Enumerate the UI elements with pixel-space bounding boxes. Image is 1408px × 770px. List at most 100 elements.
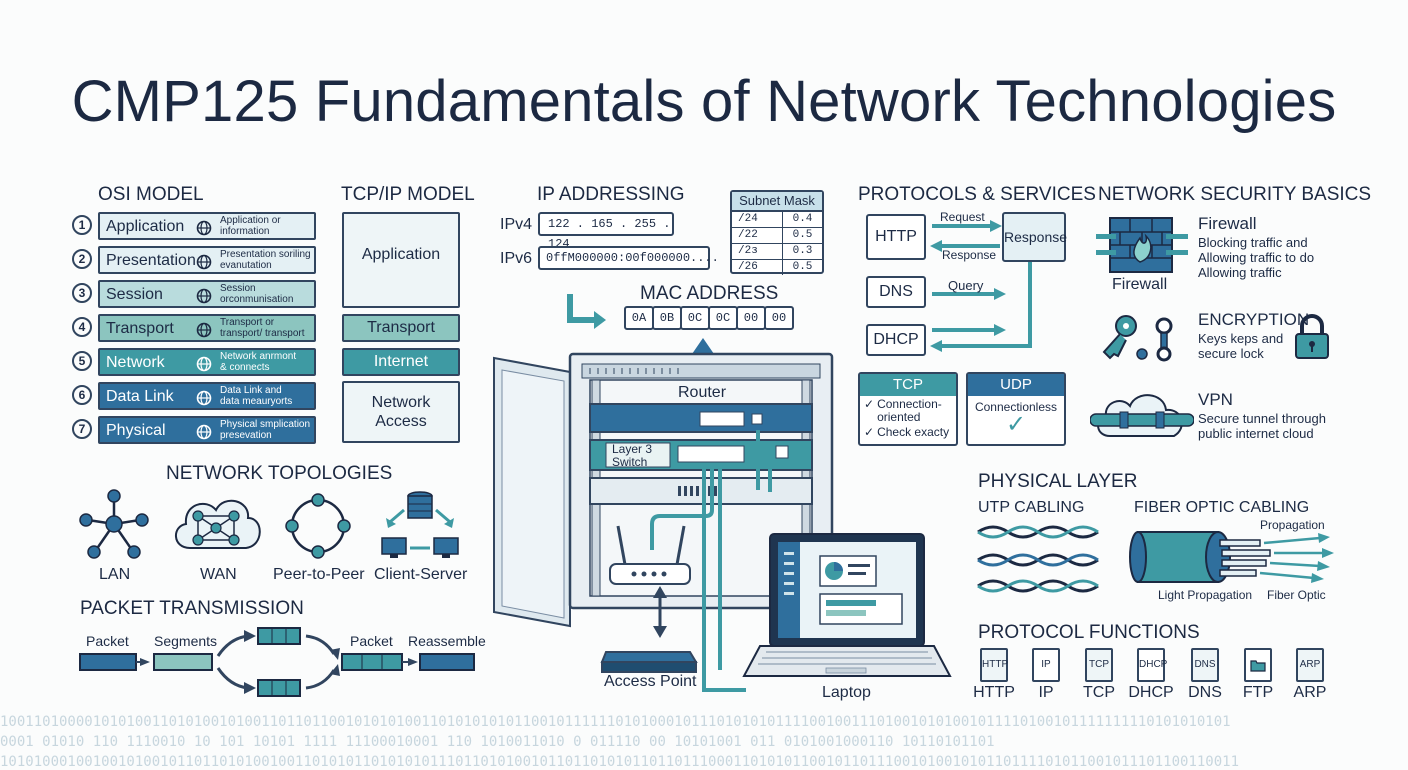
packet-label-1: Packet [86,633,129,649]
protocol-ip-icon: IP [1032,648,1060,682]
access-point-label: Access Point [604,673,697,690]
subnet-mask-title: Subnet Mask [732,192,822,212]
mac-octet: 0A [624,306,654,330]
mac-heading: MAC ADDRESS [640,283,779,304]
firewall-caption: Firewall [1112,276,1168,293]
firewall-icon [1096,217,1188,273]
ipv4-label: IPv4 [500,216,533,233]
laptop-label: Laptop [822,684,871,701]
encryption-title: ENCRYPTION [1198,310,1310,329]
lock-icon [1295,314,1329,359]
client-server-icon [381,491,459,558]
osi-layer-name: Data Link [106,388,174,405]
vpn-cloud-icon [1090,394,1194,437]
response-box: Response [1002,212,1067,262]
protocol-arp-label: ARP [1293,684,1327,701]
protocol-http-icon: HTTP [980,648,1008,682]
osi-layer-name: Session [106,286,163,303]
vpn-title: VPN [1198,390,1233,409]
page-title: CMP125 Fundamentals of Network Technolog… [71,69,1337,134]
fiber-optic-label: Fiber Optic [1267,588,1326,602]
osi-layer-name: Presentation [106,252,196,269]
packet-label-2: Packet [350,633,393,649]
propagation-label: Propagation [1260,518,1325,532]
packet-heading: PACKET TRANSMISSION [80,598,304,619]
subnet-prefix: /2з [732,244,783,259]
globe-icon [196,220,212,241]
protocols-heading: PROTOCOLS & SERVICES [858,184,1096,205]
osi-layer-description: Session orconmunisation [220,283,294,305]
protocol-dns-label: DNS [1188,684,1222,701]
udp-title: UDP [968,374,1064,396]
router-label: Router [678,384,727,401]
osi-layer-presentation: 2 Presentation Presentation soriling evanu… [72,246,316,274]
osi-layer-number: 3 [72,283,92,303]
binary-strip-3: 1010100010010010100101101101010010011010… [0,754,1240,770]
protocol-dns-icon: DNS [1191,648,1219,682]
osi-layer-description: Presentation soriling evanutation [220,249,311,271]
tcpip-heading: TCP/IP MODEL [341,184,475,205]
utp-cable-icon [977,525,1099,593]
subnet-row: /2з 0.3 [732,243,822,259]
reassemble-label: Reassemble [408,633,486,649]
firewall-title: Firewall [1198,214,1257,233]
protocol-tcp-icon: TCP [1085,648,1113,682]
udp-text: Connectionless [974,400,1058,414]
keys-icon [1102,315,1173,362]
dns-box: DNS [866,276,926,308]
osi-layer-number: 6 [72,385,92,405]
osi-layer-number: 2 [72,249,92,269]
doc-icon [196,254,212,275]
query-label: Query [948,278,984,293]
osi-layer-data-link: 6 Data Link Data Link and data meauryorts [72,382,316,410]
osi-layer-number: 4 [72,317,92,337]
tcp-title: TCP [860,374,956,396]
mac-octet: 0B [652,306,682,330]
topology-lan: LAN [99,566,131,583]
subnet-value: 0.5 [792,261,813,273]
protocol-arp-icon: ARP [1296,648,1324,682]
osi-layer-session: 3 Session Session orconmunisation [72,280,316,308]
topology-wan: WAN [200,566,237,583]
osi-layer-description: Data Link and data meauryorts [220,385,293,407]
tcpip-layer-transport: Transport [342,314,460,342]
protocol-http-label: HTTP [973,684,1015,701]
link-icon [196,390,212,411]
dhcp-box: DHCP [866,324,926,356]
osi-layer-description: Transport or transport/ transport [220,317,305,339]
tcpip-layer-network-access: Network Access [342,381,460,443]
osi-heading: OSI MODEL [98,184,204,205]
fiber-heading: FIBER OPTIC CABLING [1134,499,1310,516]
ipv4-value: 122 . 165 . 255 . 124 [538,212,674,251]
protocol-ftp-icon [1244,648,1272,682]
binary-strip-2: 0001 01010 110 1110010 10 101 10101 1111… [0,734,995,750]
encryption-text: Keys keps and secure lock [1198,331,1284,361]
phys-icon [196,424,212,445]
response-arrow-label: Response [942,248,997,262]
ipv6-value: 0ffM000000:00f000000.... [538,246,719,270]
protocol-ip-label: IP [1038,684,1054,701]
mac-octet: 0C [708,306,738,330]
osi-layer-name: Network [106,354,165,371]
topology-peer-to-peer: Peer-to-Peer [273,566,365,583]
packet-flow-diagram [79,627,475,697]
security-heading: NETWORK SECURITY BASICS [1098,184,1372,205]
net-icon [196,356,212,377]
osi-layer-name: Application [106,218,185,235]
subnet-value: 0.3 [792,245,813,257]
tcp-items: ✓Connection- oriented ✓Check exacty [864,397,950,439]
ipv6-label: IPv6 [500,250,533,267]
wan-icon [175,499,261,549]
tcpip-layer-application: Application [342,212,460,308]
peer-to-peer-icon [285,493,351,559]
topologies-heading: NETWORK TOPOLOGIES [166,463,393,484]
topology-icons [79,489,459,559]
osi-layer-description: Application or information [220,215,281,237]
